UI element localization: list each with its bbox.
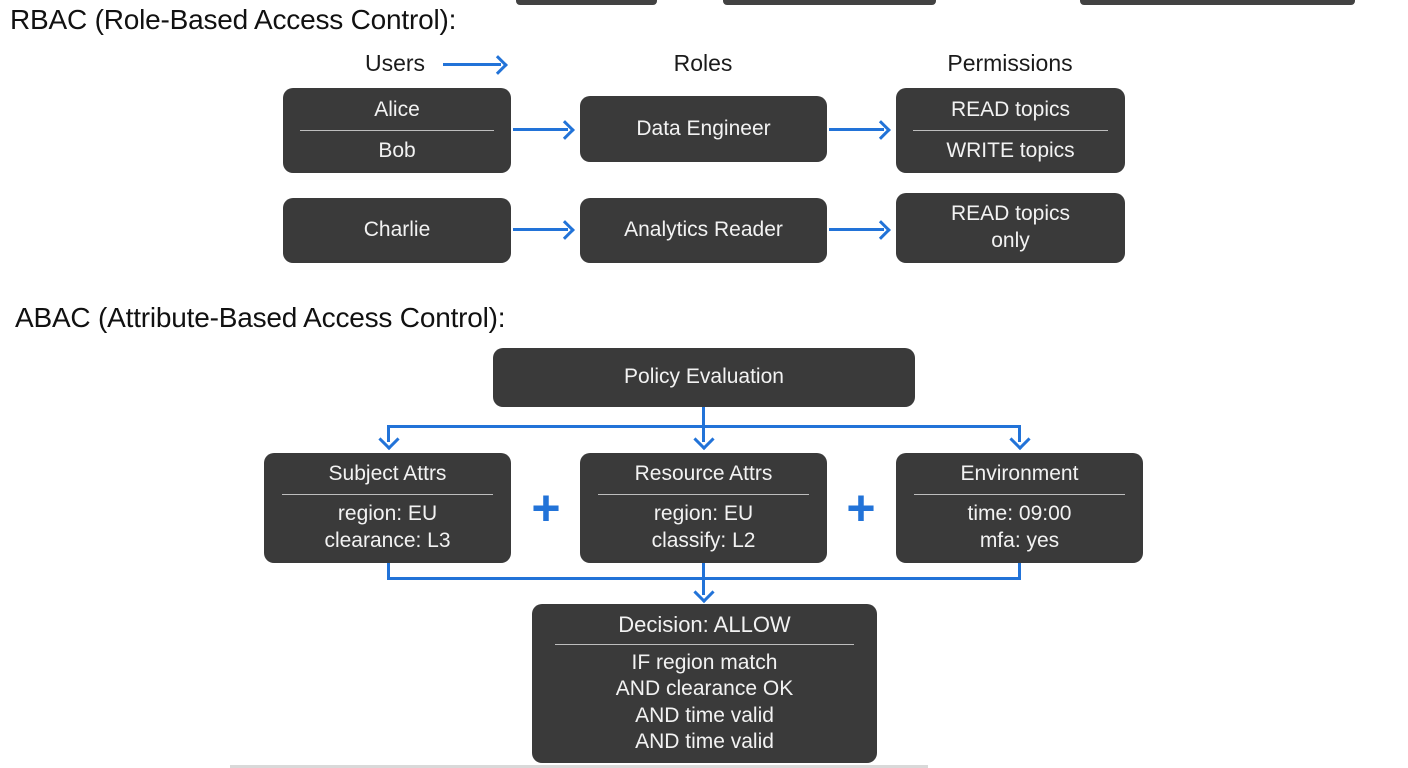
column-header-permissions: Permissions: [947, 50, 1073, 76]
role-box-data-engineer: Data Engineer: [580, 96, 827, 162]
attr-line: mfa: yes: [979, 529, 1060, 553]
connector-subject-down: [387, 563, 390, 580]
users-box-charlie: Charlie: [283, 198, 511, 263]
role-name: Analytics Reader: [624, 218, 783, 242]
attr-line: region: EU: [337, 502, 438, 526]
permissions-box-read-write: READ topics WRITE topics: [896, 88, 1125, 173]
box-divider: [913, 494, 1126, 496]
column-header-roles: Roles: [673, 50, 733, 76]
connector-environment-down: [1018, 563, 1021, 580]
box-divider: [299, 129, 495, 131]
user-name: Alice: [374, 97, 420, 121]
plus-sign: +: [531, 480, 561, 536]
permission-item: WRITE topics: [946, 138, 1075, 162]
decision-title: Decision: ALLOW: [618, 611, 791, 637]
policy-evaluation-box: Policy Evaluation: [493, 348, 915, 407]
arrow-role-to-permissions-icon: [829, 128, 884, 131]
permissions-box-read-only: READ topics only: [896, 193, 1125, 263]
top-edge-fragment: [1080, 0, 1355, 5]
bottom-edge-fragment: [230, 765, 928, 768]
abac-section-title: ABAC (Attribute-Based Access Control):: [15, 302, 506, 333]
decision-condition: AND time valid: [635, 703, 774, 727]
connector-resource-down: [702, 563, 705, 580]
connector-policy-stem: [702, 407, 705, 427]
role-box-analytics-reader: Analytics Reader: [580, 198, 827, 263]
user-name: Bob: [378, 138, 416, 162]
attr-line: clearance: L3: [324, 529, 451, 553]
users-header-arrow-icon: [443, 63, 501, 66]
attr-line: time: 09:00: [967, 502, 1072, 526]
resource-attrs-box: Resource Attrs region: EU classify: L2: [580, 453, 827, 563]
attr-line: region: EU: [653, 502, 754, 526]
environment-box: Environment time: 09:00 mfa: yes: [896, 453, 1143, 563]
user-name: Charlie: [363, 218, 431, 242]
arrow-role-to-permissions-icon: [829, 228, 884, 231]
box-divider: [597, 494, 810, 496]
attr-line: classify: L2: [651, 529, 756, 553]
decision-condition: IF region match: [631, 650, 778, 674]
resource-attrs-title: Resource Attrs: [634, 462, 773, 486]
arrow-to-environment-icon: [1018, 425, 1021, 442]
permission-item: only: [991, 229, 1030, 252]
arrow-to-subject-attrs-icon: [387, 425, 390, 442]
top-edge-fragment: [516, 0, 657, 5]
policy-evaluation-label: Policy Evaluation: [624, 365, 784, 389]
arrow-to-decision-icon: [702, 577, 705, 595]
arrow-to-resource-attrs-icon: [702, 425, 705, 442]
environment-title: Environment: [960, 462, 1079, 486]
column-header-users: Users: [364, 50, 426, 76]
permission-item: READ topics: [950, 97, 1071, 121]
box-divider: [281, 494, 494, 496]
subject-attrs-title: Subject Attrs: [328, 462, 447, 486]
decision-condition: AND time valid: [635, 730, 774, 754]
plus-sign: +: [846, 480, 876, 536]
decision-condition: AND clearance OK: [615, 677, 794, 701]
top-edge-fragment: [723, 0, 936, 5]
rbac-section-title: RBAC (Role-Based Access Control):: [10, 4, 457, 35]
box-divider: [912, 129, 1109, 131]
subject-attrs-box: Subject Attrs region: EU clearance: L3: [264, 453, 511, 563]
decision-box: Decision: ALLOW IF region match AND clea…: [532, 604, 877, 763]
role-name: Data Engineer: [636, 116, 771, 140]
arrow-users-to-role-icon: [513, 128, 568, 131]
arrow-users-to-role-icon: [513, 228, 568, 231]
permission-item: READ topics: [950, 202, 1071, 226]
users-box-alice-bob: Alice Bob: [283, 88, 511, 173]
box-divider: [554, 643, 855, 645]
